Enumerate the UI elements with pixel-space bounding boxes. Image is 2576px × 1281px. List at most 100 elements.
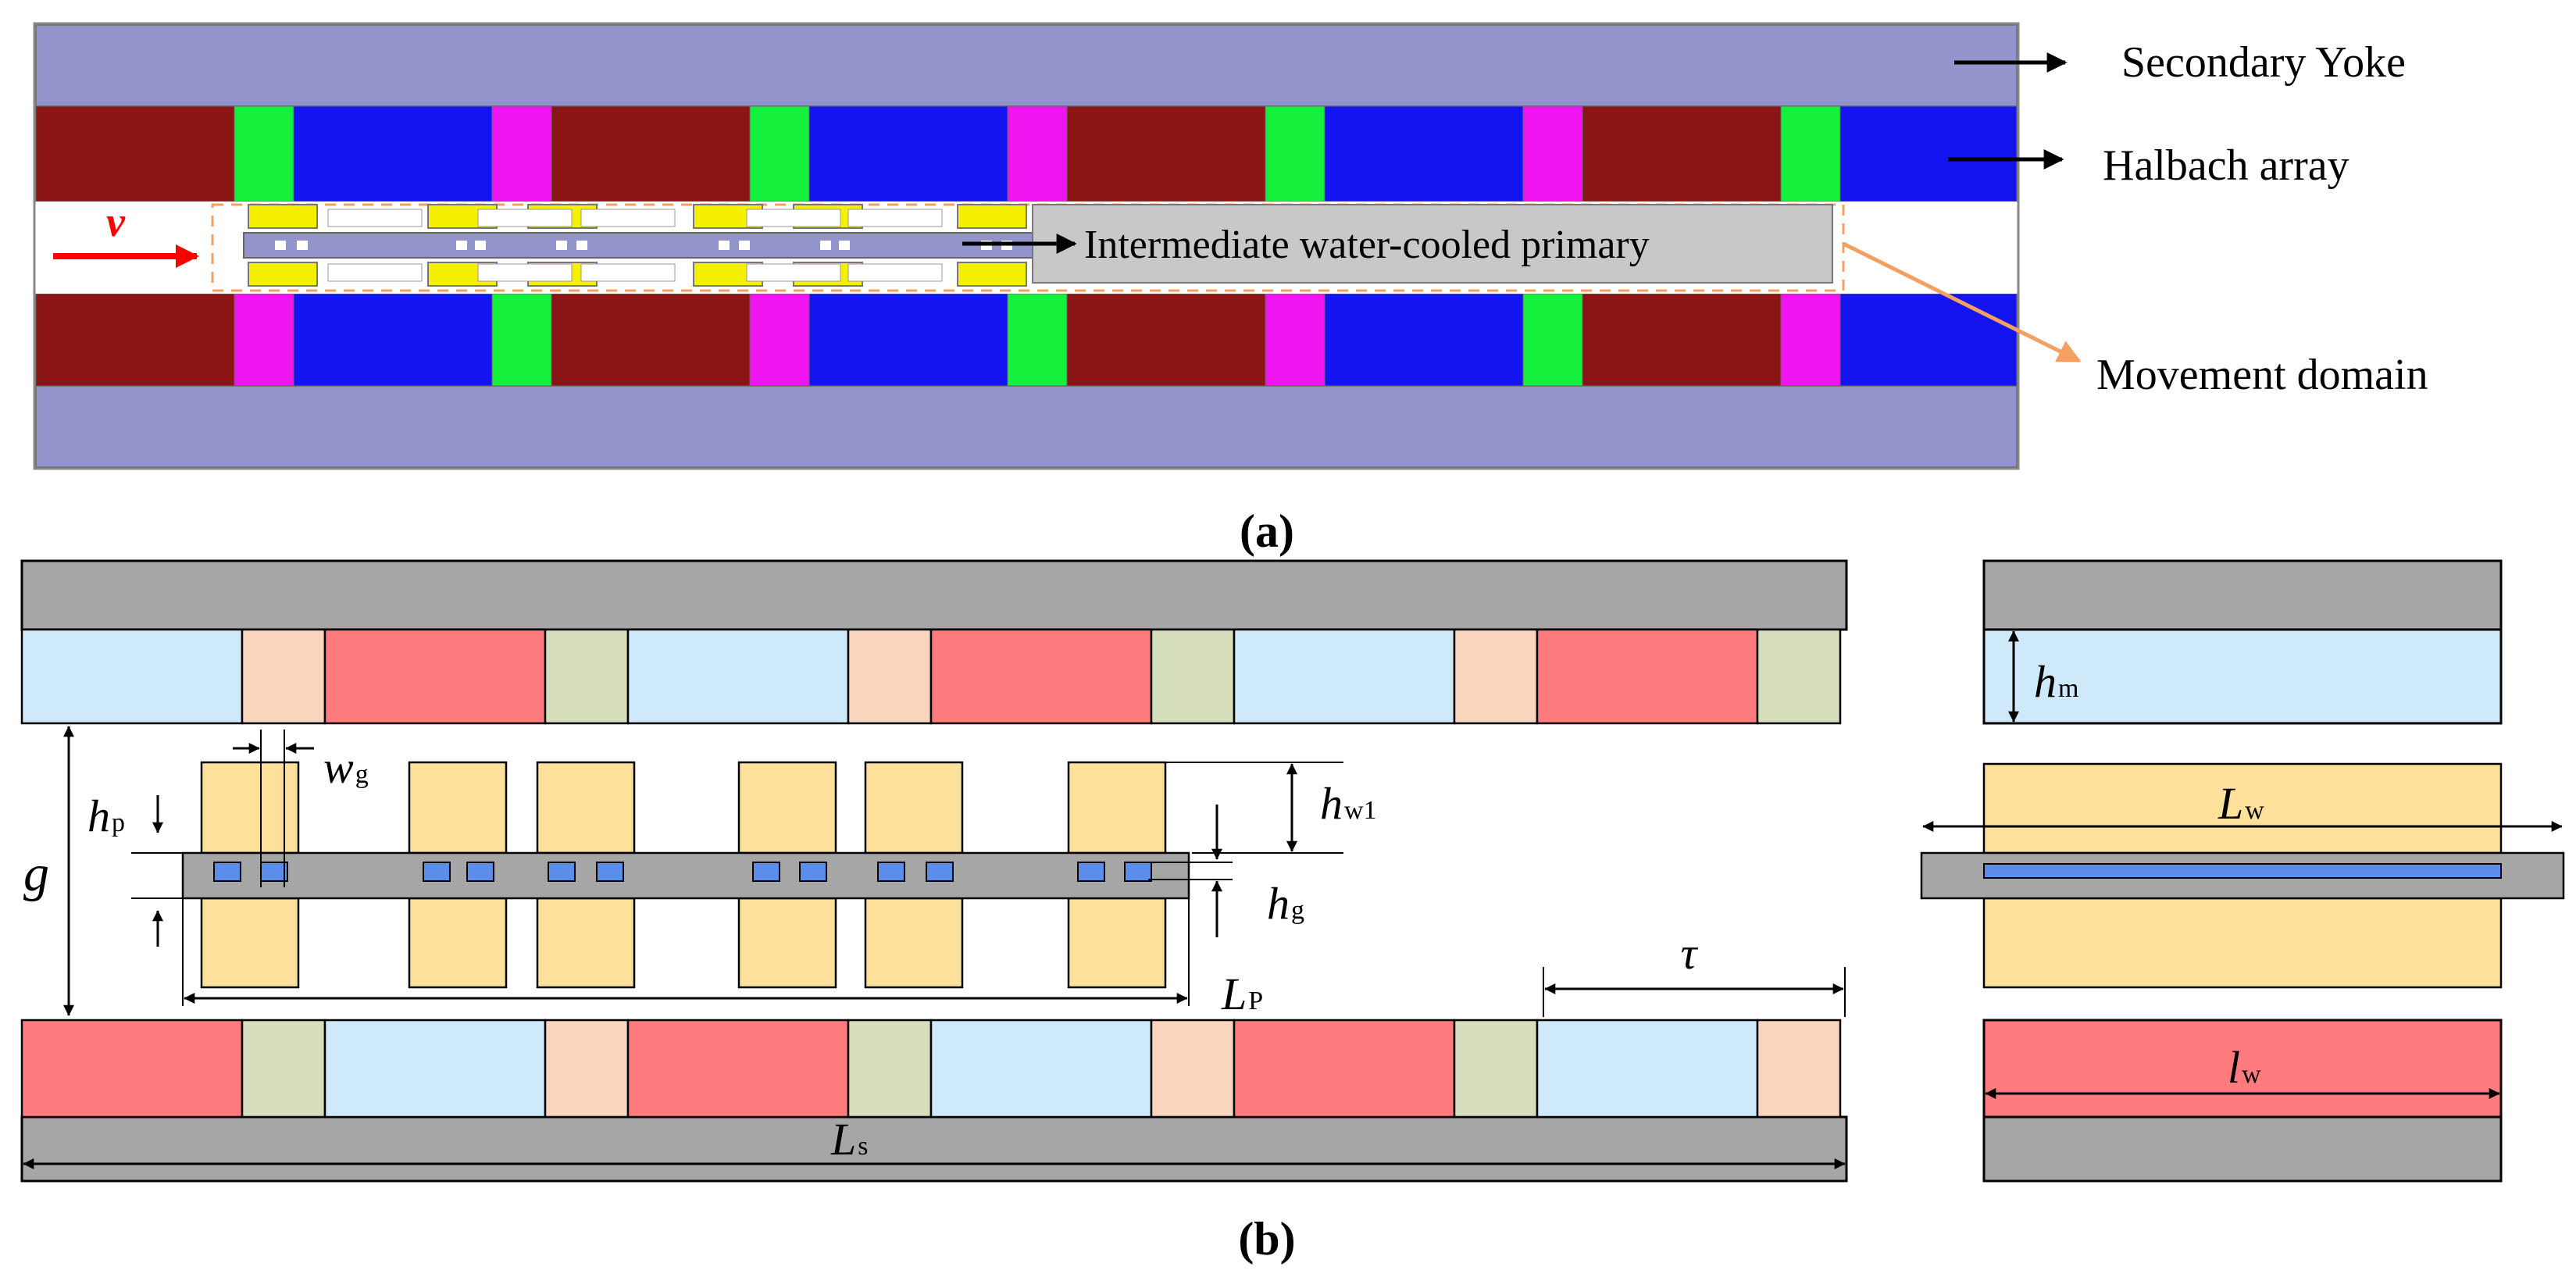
- halbach-magnet: [749, 293, 810, 387]
- halbach-magnet: [1265, 105, 1325, 202]
- cooling-conductors: [213, 862, 1152, 882]
- detail-coil-top: [1982, 762, 2503, 855]
- halbach-magnet: [35, 105, 235, 202]
- primary-coil: [536, 761, 636, 855]
- primary-label: Intermediate water-cooled primary: [1084, 223, 1650, 267]
- magnet: [929, 628, 1153, 725]
- magnet: [1536, 628, 1759, 725]
- detail-magnet-top: [1982, 628, 2503, 725]
- label-Lw: Lw: [2217, 778, 2264, 829]
- magnet: [1453, 628, 1539, 725]
- halbach-magnet: [1066, 105, 1266, 202]
- halbach-magnet: [1522, 293, 1583, 387]
- label-tau: τ: [1681, 928, 1699, 979]
- magnet: [626, 1019, 850, 1119]
- magnet: [847, 1019, 933, 1119]
- primary-coil: [737, 761, 837, 855]
- velocity-symbol: v: [106, 198, 126, 245]
- primary-coil: [957, 262, 1027, 287]
- cooling-conductor: [213, 862, 241, 882]
- cooling-conductor: [739, 241, 750, 250]
- cooling-conductor: [596, 862, 624, 882]
- primary-coil: [864, 897, 964, 989]
- primary-label-box: [1032, 204, 1833, 284]
- cooling-conductor: [275, 241, 286, 250]
- primary-slot: [847, 209, 943, 227]
- primary-core: [243, 232, 1033, 259]
- magnet: [1150, 628, 1236, 725]
- detail-yoke-top: [1982, 559, 2503, 631]
- primary-coil: [408, 897, 508, 989]
- primary-slot: [327, 263, 423, 282]
- halbach-magnet: [1839, 105, 2018, 202]
- detail-conductor: [1983, 863, 2502, 879]
- magnet: [20, 628, 244, 725]
- caption-a: (a): [1240, 505, 1294, 557]
- label-hp: hp: [87, 790, 125, 841]
- cooling-conductor: [466, 862, 494, 882]
- primary-slot: [847, 263, 943, 282]
- upper-magnet-array: [20, 628, 1842, 725]
- panel-b: g hp wg hw1 hg LP τ Ls hm Lw lw (b: [20, 559, 2565, 1265]
- cooling-conductor: [556, 241, 567, 250]
- primary-coils: [248, 204, 1027, 287]
- lower-yoke: [20, 1115, 1848, 1183]
- magnet: [1150, 1019, 1236, 1119]
- movement-domain: [211, 203, 1845, 292]
- primary-coil: [200, 761, 300, 855]
- dimension-lines: [23, 726, 1846, 1169]
- cooling-conductor: [752, 862, 780, 882]
- cooling-conductor: [1124, 862, 1152, 882]
- detail-coil-bottom: [1982, 897, 2503, 989]
- halbach-magnet: [234, 105, 294, 202]
- movement-domain-label: Movement domain: [2096, 351, 2428, 399]
- halbach-magnet: [808, 105, 1008, 202]
- primary-coil: [248, 204, 318, 229]
- cooling-conductor: [877, 862, 905, 882]
- magnet: [241, 628, 326, 725]
- primary-slot: [477, 209, 573, 227]
- magnet: [626, 628, 850, 725]
- primary-slot: [327, 209, 423, 227]
- primary-slot: [580, 263, 676, 282]
- cooling-conductor: [839, 241, 850, 250]
- label-ls: Ls: [830, 1114, 869, 1165]
- cooling-conductor: [475, 241, 486, 250]
- magnet: [1756, 1019, 1842, 1119]
- cooling-conductor: [799, 862, 827, 882]
- primary-slot: [746, 263, 841, 282]
- lower-secondary-yoke: [35, 385, 2018, 468]
- magnet: [847, 628, 933, 725]
- magnet: [544, 1019, 630, 1119]
- label-lw: lw: [2228, 1042, 2261, 1093]
- primary-coil: [536, 897, 636, 989]
- halbach-magnet: [1007, 293, 1068, 387]
- halbach-magnet: [551, 105, 751, 202]
- halbach-magnet: [234, 293, 294, 387]
- primary-slot: [477, 263, 573, 282]
- magnet: [323, 1019, 547, 1119]
- primary-coil: [200, 897, 300, 989]
- halbach-magnet: [1780, 293, 1841, 387]
- cooling-conductor: [423, 862, 451, 882]
- upper-halbach-array: [35, 105, 2018, 202]
- magnet: [544, 628, 630, 725]
- cooling-conductor: [1077, 862, 1105, 882]
- halbach-label: Halbach array: [2103, 141, 2349, 190]
- halbach-magnet: [749, 105, 810, 202]
- cooling-conductor: [926, 862, 954, 882]
- cooling-conductor: [548, 862, 576, 882]
- lower-magnet-array: [20, 1019, 1842, 1119]
- upper-yoke: [20, 559, 1848, 631]
- primary-slot: [580, 209, 676, 227]
- halbach-magnet: [1324, 105, 1524, 202]
- primary-coil: [957, 204, 1027, 229]
- label-g: g: [23, 845, 49, 902]
- label-wg: wg: [323, 742, 369, 793]
- primary-coil: [1067, 761, 1167, 855]
- halbach-magnet: [293, 105, 493, 202]
- halbach-magnet: [1522, 105, 1583, 202]
- halbach-magnet: [1839, 293, 2018, 387]
- cooling-conductor: [297, 241, 308, 250]
- lower-halbach-array: [35, 293, 2018, 387]
